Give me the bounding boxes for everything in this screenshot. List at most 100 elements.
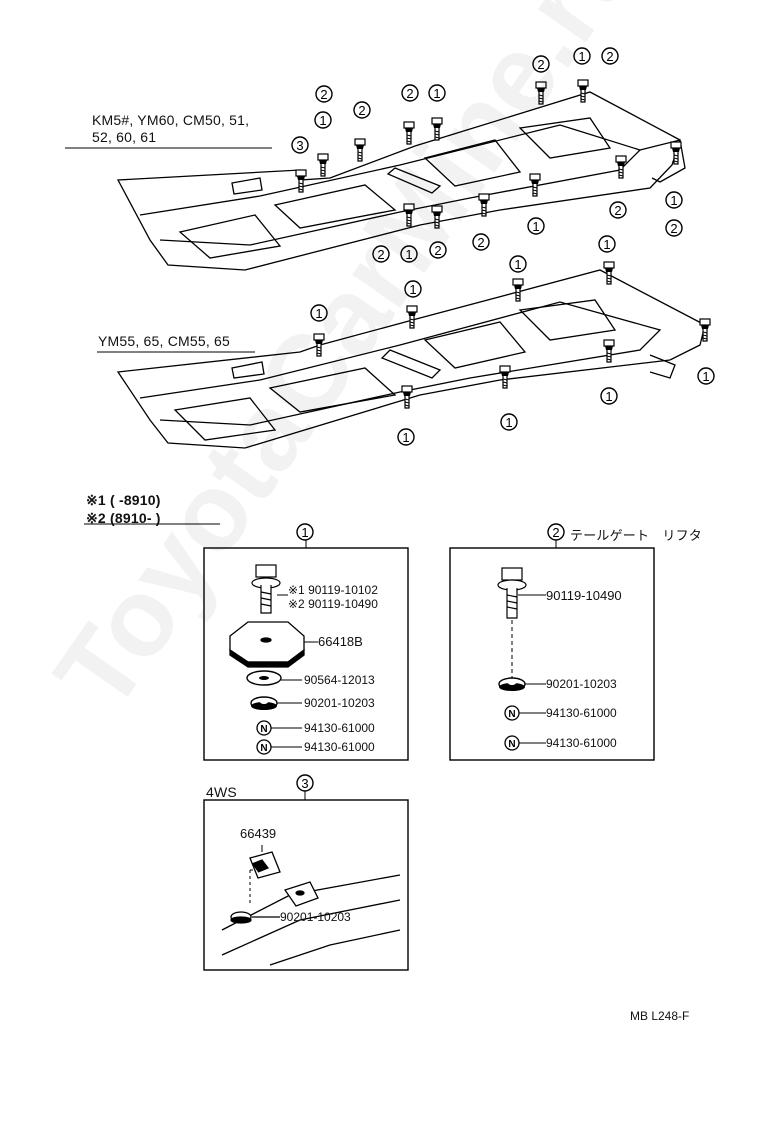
svg-text:N: N [260,724,267,735]
frame-top [116,91,686,271]
svg-text:2: 2 [358,103,365,118]
nut-icon: N [504,705,520,721]
part-number: ※1 90119-10102 [288,583,378,597]
callout-1: 1 [573,47,591,65]
svg-text:2: 2 [377,247,384,262]
callout-1: 1 [314,111,332,129]
part-number: 94130-61000 [304,721,375,735]
washer-90564-drawing [246,670,282,686]
svg-text:N: N [508,739,515,750]
part-number: 90201-10203 [546,677,617,691]
callout-1: 1 [296,523,314,541]
svg-text:1: 1 [670,193,677,208]
detail-box-2 [449,547,655,761]
box1-bolt-drawing [251,564,281,614]
callout-2: 2 [429,241,447,259]
part-number: ※2 90119-10490 [288,597,378,611]
svg-text:1: 1 [402,430,409,445]
svg-text:1: 1 [409,282,416,297]
callout-1: 1 [665,191,683,209]
svg-text:2: 2 [537,57,544,72]
part-number: 90201-10203 [304,696,375,710]
svg-text:1: 1 [605,389,612,404]
svg-text:2: 2 [614,203,621,218]
callout-2: 2 [601,47,619,65]
box2-bolt-drawing [497,567,527,619]
nut-icon: N [504,735,520,751]
box2-washer-drawing [498,677,526,691]
box2-title: テールゲート リフタ [570,528,703,543]
nut-markers: N N N N [256,705,520,755]
callout-1: 1 [310,304,328,322]
detail-box-3 [203,799,409,971]
callout-2: 2 [472,233,490,251]
svg-text:1: 1 [433,86,440,101]
callout-1: 1 [600,387,618,405]
note-2: ※2 (8910- ) [86,510,161,526]
note-1: ※1 ( -8910) [86,492,161,508]
svg-text:3: 3 [296,138,303,153]
svg-text:N: N [260,743,267,754]
callout-2: 2 [532,55,550,73]
variant-label-top-line2: 52, 60, 61 [92,129,157,145]
svg-text:1: 1 [578,49,585,64]
svg-text:N: N [508,709,515,720]
part-number: 66439 [240,826,277,841]
callout-2: 2 [665,219,683,237]
svg-text:1: 1 [405,247,412,262]
svg-text:3: 3 [301,776,308,791]
svg-text:1: 1 [514,257,521,272]
box3-title: 4WS [206,784,237,800]
svg-text:1: 1 [702,369,709,384]
svg-text:2: 2 [477,235,484,250]
callout-2: 2 [372,245,390,263]
washer-90201-drawing [250,696,278,710]
svg-text:2: 2 [434,243,441,258]
reference-code: MB L248-F [630,1009,690,1023]
callout-1: 1 [397,428,415,446]
svg-text:2: 2 [606,49,613,64]
svg-text:2: 2 [320,87,327,102]
part-number: 90201-10203 [280,910,351,924]
svg-text:2: 2 [552,525,559,540]
callout-1: 1 [500,413,518,431]
callout-3: 3 [296,774,314,792]
part-number: 94130-61000 [304,740,375,754]
pad-66418b-drawing [229,621,305,668]
part-number: 90119-10490 [546,588,622,603]
callout-1: 1 [697,367,715,385]
box3-drawing [221,851,401,966]
svg-text:1: 1 [505,415,512,430]
callout-1: 1 [598,235,616,253]
detail-box-1 [203,547,409,761]
svg-text:1: 1 [315,306,322,321]
callout-3: 3 [291,136,309,154]
part-number: 94130-61000 [546,706,617,720]
variant-label-top-line1: KM5#, YM60, CM50, 51, [92,112,250,128]
part-number: 66418B [318,634,363,649]
callout-2: 2 [547,523,565,541]
part-leaders [261,594,546,852]
svg-text:1: 1 [301,525,308,540]
part-number: 90564-12013 [304,673,375,687]
callout-1: 1 [428,84,446,102]
frame-bottom [116,269,706,449]
svg-text:1: 1 [603,237,610,252]
svg-text:1: 1 [319,113,326,128]
callout-1: 1 [527,217,545,235]
callout-1: 1 [400,245,418,263]
callout-2: 2 [401,84,419,102]
callouts: 2 1 3 2 2 1 2 1 2 1 2 2 1 2 2 1 2 1 1 1 … [291,47,715,792]
callout-1: 1 [404,280,422,298]
callout-2: 2 [353,101,371,119]
svg-text:2: 2 [670,221,677,236]
part-number: 94130-61000 [546,736,617,750]
callout-1: 1 [509,255,527,273]
callout-2: 2 [609,201,627,219]
variant-label-bottom: YM55, 65, CM55, 65 [98,333,230,349]
svg-text:2: 2 [406,86,413,101]
nut-icon: N [256,720,272,736]
callout-2: 2 [315,85,333,103]
svg-text:1: 1 [532,219,539,234]
